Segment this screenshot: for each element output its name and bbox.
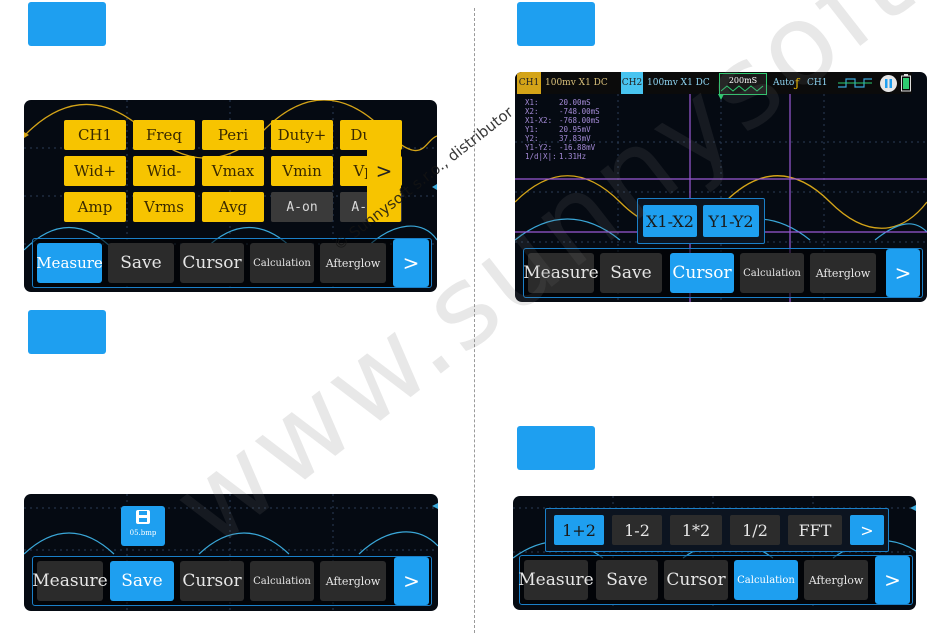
- measure-next-page-button[interactable]: >: [367, 120, 401, 222]
- save-button[interactable]: Save: [596, 560, 658, 600]
- measure-option-vrms[interactable]: Vrms: [133, 192, 195, 222]
- trigger-edge-icon: ƒ: [795, 76, 800, 90]
- menu-next-button[interactable]: >: [393, 239, 429, 287]
- calculation-button[interactable]: Calculation: [740, 253, 804, 293]
- readout-frequency: 1/d|X|:1.31Hz: [525, 152, 587, 161]
- afterglow-button[interactable]: Afterglow: [320, 561, 386, 601]
- save-file-icon: [136, 510, 150, 524]
- afterglow-button[interactable]: Afterglow: [810, 253, 876, 293]
- measure-option-wid-minus[interactable]: Wid-: [133, 156, 195, 186]
- measure-screen: CH1 Freq Peri Duty+ Duty- Wid+ Wid- Vmax…: [24, 100, 437, 292]
- saved-file-name: 05.bmp: [129, 529, 157, 537]
- menu-toolbar: Measure Save Cursor Calculation Afterglo…: [32, 556, 432, 606]
- cursor-readouts: X1:20.00mS X2:-748.00mS X1-X2:-768.00mS …: [525, 98, 600, 161]
- cursor-button[interactable]: Cursor: [180, 561, 244, 601]
- cursor-y-diff-button[interactable]: Y1-Y2: [703, 205, 759, 237]
- menu-next-button[interactable]: >: [875, 556, 910, 604]
- cursor-x-diff-button[interactable]: X1-X2: [643, 205, 697, 237]
- measure-option-freq[interactable]: Freq: [133, 120, 195, 150]
- menu-next-button[interactable]: >: [394, 557, 429, 605]
- ch1-badge[interactable]: CH1: [517, 72, 541, 94]
- calc-option-multiply[interactable]: 1*2: [670, 515, 722, 545]
- cursor-popup: X1-X2 Y1-Y2: [637, 198, 765, 244]
- menu-toolbar: Measure Save Cursor Calculation Afterglo…: [523, 248, 923, 298]
- calculation-popup: 1+2 1-2 1*2 1/2 FFT >: [545, 508, 889, 552]
- calc-option-divide[interactable]: 1/2: [730, 515, 780, 545]
- measure-button[interactable]: Measure: [32, 561, 108, 601]
- calc-option-add[interactable]: 1+2: [554, 515, 604, 545]
- section-label-calculation: [517, 426, 595, 470]
- save-button[interactable]: Save: [108, 243, 174, 283]
- calc-option-subtract[interactable]: 1-2: [612, 515, 662, 545]
- panel-divider: [474, 8, 475, 633]
- waveform-type-icon: [837, 72, 873, 94]
- cursor-button[interactable]: Cursor: [664, 560, 728, 600]
- measure-option-amp[interactable]: Amp: [64, 192, 126, 222]
- save-screen: 05.bmp Measure Save Cursor Calculation A…: [24, 494, 438, 611]
- menu-next-button[interactable]: >: [886, 249, 920, 297]
- readout-x1: X1:20.00mS: [525, 98, 591, 107]
- calculation-button[interactable]: Calculation: [734, 560, 798, 600]
- pause-icon[interactable]: [880, 75, 897, 92]
- menu-toolbar: Measure Save Cursor Calculation Afterglo…: [518, 555, 913, 605]
- timebase-wave-icon: [721, 85, 764, 92]
- calculation-button[interactable]: Calculation: [250, 561, 314, 601]
- readout-y1-y2: Y1-Y2:-16.88mV: [525, 143, 596, 152]
- measure-option-peri[interactable]: Peri: [202, 120, 264, 150]
- timebase-badge[interactable]: 200mS: [719, 73, 767, 95]
- measure-button[interactable]: Measure: [523, 253, 599, 293]
- measure-options-grid: CH1 Freq Peri Duty+ Duty- Wid+ Wid- Vmax…: [64, 120, 402, 222]
- calculation-screen: 1+2 1-2 1*2 1/2 FFT > Measure Save Curso…: [513, 496, 916, 610]
- measure-option-avg[interactable]: Avg: [202, 192, 264, 222]
- readout-y1: Y1:20.95mV: [525, 125, 591, 134]
- section-label-save: [28, 310, 106, 354]
- timebase-value: 200mS: [728, 75, 758, 85]
- measure-option-vmin[interactable]: Vmin: [271, 156, 333, 186]
- status-bar: CH1 100mv X1 DC CH2 100mv X1 DC 200mS Au…: [515, 72, 912, 95]
- trigger-mode[interactable]: Auto: [773, 78, 795, 88]
- afterglow-button[interactable]: Afterglow: [804, 560, 868, 600]
- cursor-button[interactable]: Cursor: [670, 253, 734, 293]
- readout-y2: Y2:37.83mV: [525, 134, 591, 143]
- ch2-badge[interactable]: CH2: [621, 72, 643, 94]
- afterglow-button[interactable]: Afterglow: [320, 243, 386, 283]
- saved-file-tooltip: 05.bmp: [121, 506, 165, 546]
- measure-option-vmax[interactable]: Vmax: [202, 156, 264, 186]
- cursor-button[interactable]: Cursor: [180, 243, 244, 283]
- readout-x1-x2: X1-X2:-768.00mS: [525, 116, 600, 125]
- readout-x2: X2:-748.00mS: [525, 107, 600, 116]
- section-label-measure: [28, 2, 106, 46]
- trigger-channel[interactable]: CH1: [807, 78, 828, 88]
- calc-next-button[interactable]: >: [850, 515, 884, 545]
- measure-option-a-on[interactable]: A-on: [271, 192, 333, 222]
- calc-option-fft[interactable]: FFT: [788, 515, 842, 545]
- section-label-cursor: [517, 2, 595, 46]
- save-button[interactable]: Save: [110, 561, 174, 601]
- cursor-screen: CH1 100mv X1 DC CH2 100mv X1 DC 200mS Au…: [515, 72, 927, 302]
- ch1-setting: 100mv X1 DC: [545, 78, 608, 88]
- menu-toolbar: Measure Save Cursor Calculation Afterglo…: [32, 238, 432, 288]
- measure-option-ch1[interactable]: CH1: [64, 120, 126, 150]
- battery-icon: [901, 72, 911, 94]
- measure-button[interactable]: Measure: [36, 243, 103, 283]
- ch2-setting: 100mv X1 DC: [647, 78, 710, 88]
- measure-option-duty-plus[interactable]: Duty+: [271, 120, 333, 150]
- measure-option-wid-plus[interactable]: Wid+: [64, 156, 126, 186]
- calculation-button[interactable]: Calculation: [250, 243, 314, 283]
- measure-button[interactable]: Measure: [518, 560, 594, 600]
- save-button[interactable]: Save: [600, 253, 662, 293]
